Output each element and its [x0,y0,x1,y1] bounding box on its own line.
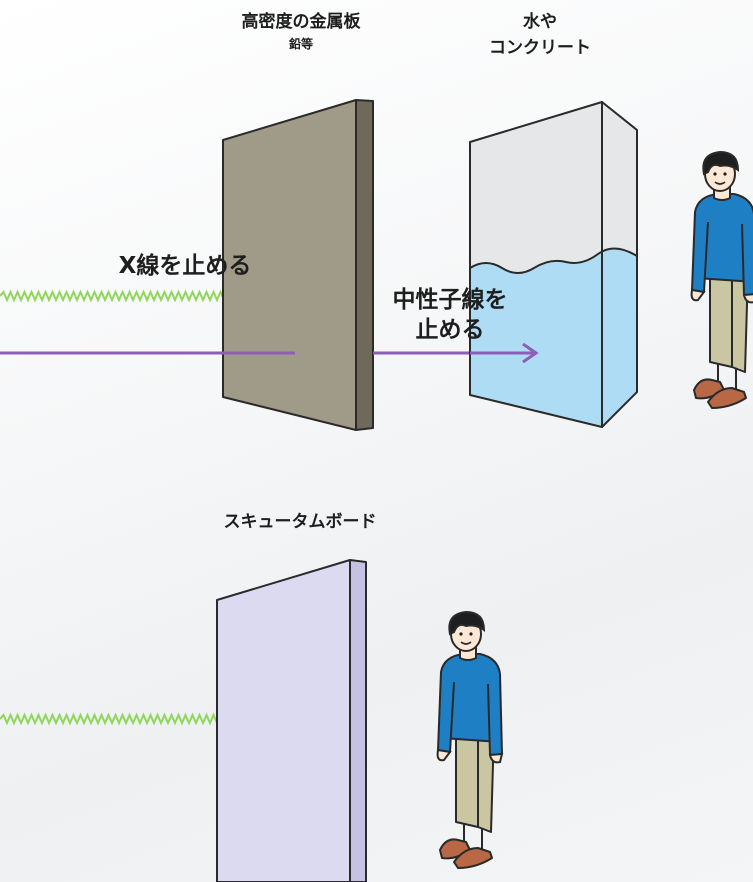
skutum-board [216,559,367,882]
water-title-line2: コンクリート [489,38,591,58]
person-figure-bottom [436,610,504,869]
water-title-line1: 水や [523,12,557,32]
metal-plate-subtitle: 鉛等 [288,37,313,51]
metal-plate-title: 高密度の金属板 [241,12,361,32]
metal-plate [222,99,374,431]
neutron-stop-label-line2: 止める [415,317,485,343]
water-block [469,101,638,428]
person-figure-top [690,150,753,409]
neutron-stop-label-line1: 中性子線を [392,287,508,313]
skutum-board-label: スキュータムボード [223,512,377,532]
neutron-arrowhead [522,342,539,364]
xray-stop-label: X線を止める [118,253,252,279]
